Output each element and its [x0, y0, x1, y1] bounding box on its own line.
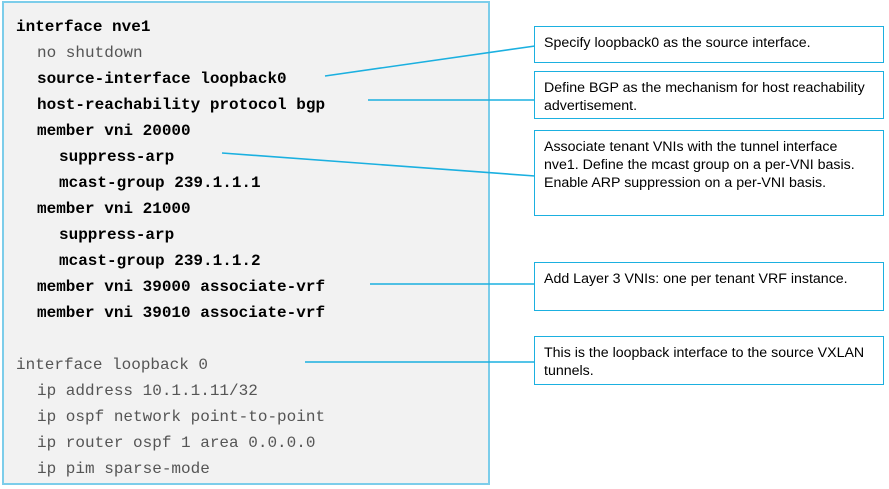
connector-line-source-interface — [324, 45, 536, 77]
code-line: member vni 21000 — [37, 200, 191, 218]
code-line: interface loopback 0 — [16, 356, 209, 374]
note-text: Associate tenant VNIs with the tunnel in… — [544, 139, 855, 191]
code-line: ip pim sparse-mode — [37, 460, 210, 478]
code-line: member vni 39000 associate-vrf — [37, 278, 326, 296]
code-line: ip router ospf 1 area 0.0.0.0 — [37, 434, 316, 452]
code-line: member vni 39010 associate-vrf — [37, 304, 326, 322]
note-text: This is the loopback interface to the so… — [544, 345, 865, 379]
code-line: member vni 20000 — [37, 122, 191, 140]
note-l3-vni: Add Layer 3 VNIs: one per tenant VRF ins… — [534, 262, 884, 311]
code-line: no shutdown — [37, 44, 143, 62]
note-host-reachability: Define BGP as the mechanism for host rea… — [534, 71, 884, 119]
note-loopback: This is the loopback interface to the so… — [534, 336, 884, 385]
note-text: Add Layer 3 VNIs: one per tenant VRF ins… — [544, 271, 848, 287]
note-text: Define BGP as the mechanism for host rea… — [544, 80, 865, 114]
code-line: suppress-arp — [59, 226, 175, 244]
code-line: ip ospf network point-to-point — [37, 408, 326, 426]
config-code-block: interface nve1 no shutdown source-interf… — [2, 1, 490, 485]
note-source-interface: Specify loopback0 as the source interfac… — [534, 26, 884, 63]
code-line: mcast-group 239.1.1.2 — [59, 252, 261, 270]
code-line: source-interface loopback0 — [37, 70, 287, 88]
code-line: suppress-arp — [59, 148, 175, 166]
connector-line-member-vni — [221, 152, 536, 177]
code-line: interface nve1 — [16, 18, 151, 36]
note-text: Specify loopback0 as the source interfac… — [544, 35, 811, 51]
code-line: mcast-group 239.1.1.1 — [59, 174, 261, 192]
note-member-vni: Associate tenant VNIs with the tunnel in… — [534, 130, 884, 216]
code-line: host-reachability protocol bgp — [37, 96, 326, 114]
code-line: ip address 10.1.1.11/32 — [37, 382, 258, 400]
